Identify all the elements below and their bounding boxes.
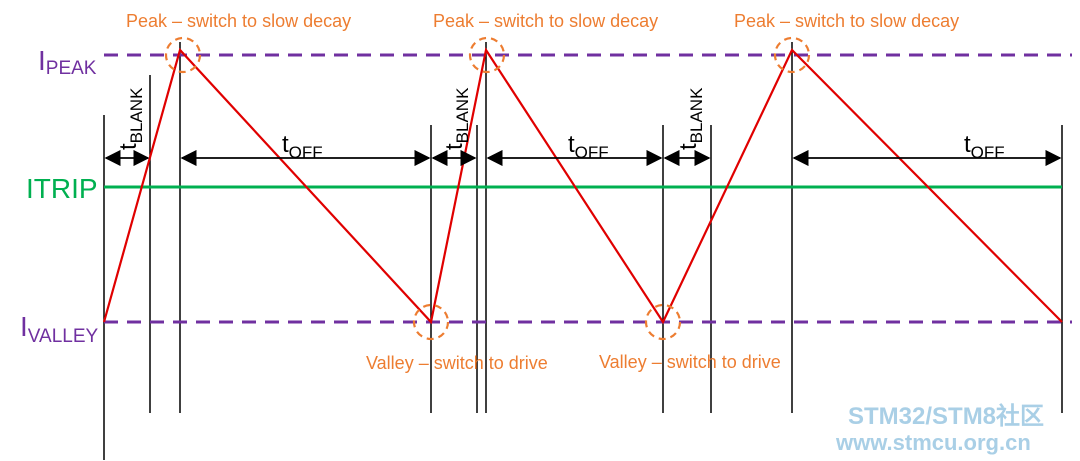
watermark-line-1: STM32/STM8社区 xyxy=(848,402,1044,430)
peak-level-label: IPEAK xyxy=(38,45,97,79)
peak-annotation-2: Peak – switch to slow decay xyxy=(433,11,658,31)
peak-annotation-1: Peak – switch to slow decay xyxy=(126,11,351,31)
tblank-label-1: tBLANK xyxy=(115,87,146,150)
toff-main-2: t xyxy=(568,131,575,158)
valley-annotation-1: Valley – switch to drive xyxy=(366,353,548,373)
peak-label-main: I xyxy=(38,45,46,76)
watermark-line-2: www.stmcu.org.cn xyxy=(835,430,1031,455)
toff-main-1: t xyxy=(282,131,289,158)
valley-marker-1 xyxy=(412,303,450,341)
toff-main-3: t xyxy=(964,131,971,158)
valley-label-sub: VALLEY xyxy=(28,326,99,347)
valley-marker-2 xyxy=(644,303,682,341)
toff-label-2: tOFF xyxy=(568,131,609,162)
toff-sub-1: OFF xyxy=(289,143,323,162)
valley-level-label: IVALLEY xyxy=(20,311,99,347)
tblank-label-3: tBLANK xyxy=(675,87,706,150)
current-waveform xyxy=(102,47,1063,325)
switch-point-markers xyxy=(164,36,811,341)
toff-label-3: tOFF xyxy=(964,131,1005,162)
itrip-level-label: ITRIP xyxy=(26,173,98,204)
peak-marker-1 xyxy=(164,36,202,74)
toff-sub-3: OFF xyxy=(971,143,1005,162)
tblank-label-2: tBLANK xyxy=(441,87,472,150)
toff-label-1: tOFF xyxy=(282,131,323,162)
tblank-sub-2: BLANK xyxy=(453,87,472,143)
tblank-main-1: t xyxy=(115,143,142,150)
peak-label-sub: PEAK xyxy=(46,58,97,79)
tblank-main-2: t xyxy=(441,143,468,150)
valley-annotation-2: Valley – switch to drive xyxy=(599,352,781,372)
peak-marker-2 xyxy=(468,36,506,74)
toff-sub-2: OFF xyxy=(575,143,609,162)
valley-label-main: I xyxy=(20,311,28,342)
tblank-sub-1: BLANK xyxy=(127,87,146,143)
peak-marker-3 xyxy=(773,36,811,74)
time-boundary-lines xyxy=(103,42,1063,460)
peak-annotation-3: Peak – switch to slow decay xyxy=(734,11,959,31)
tblank-main-3: t xyxy=(675,143,702,150)
tblank-sub-3: BLANK xyxy=(687,87,706,143)
